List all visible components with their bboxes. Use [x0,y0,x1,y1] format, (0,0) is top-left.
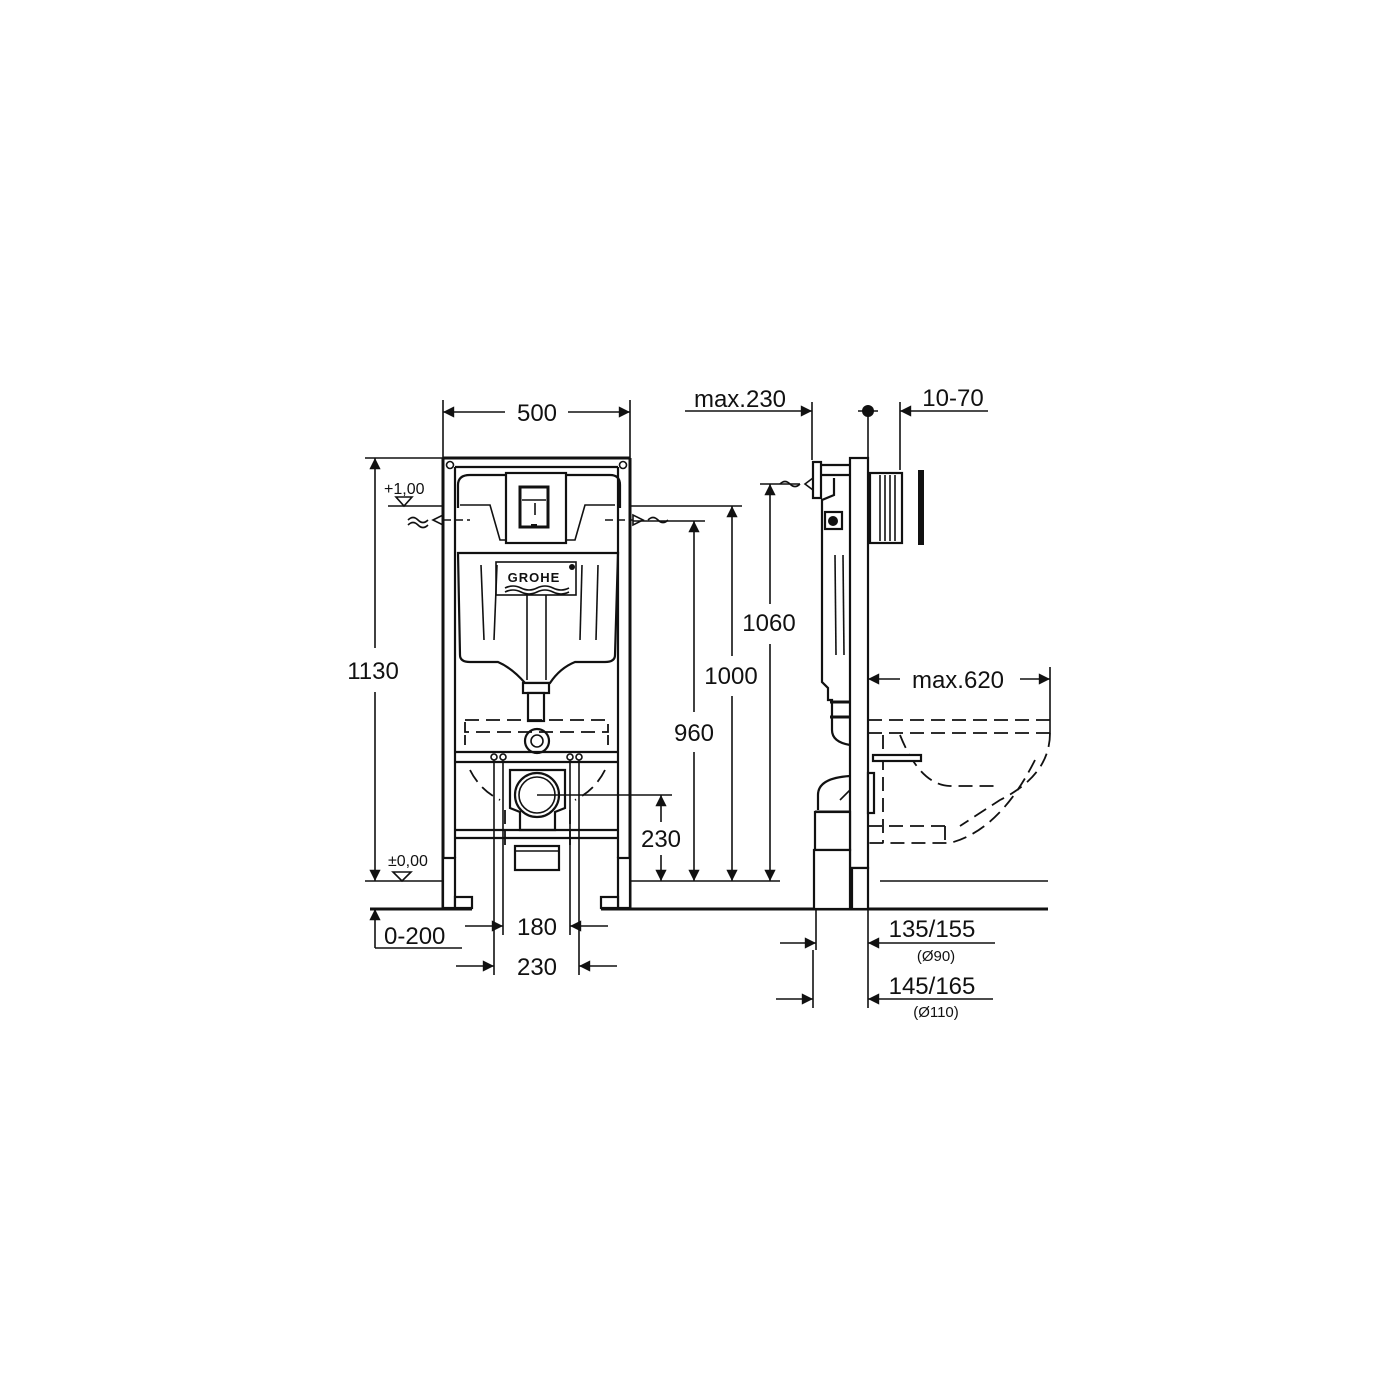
offset-1-label: 135/155 [889,916,976,943]
vertical-dimensions: 960 1000 1060 [630,483,800,881]
dimension-floor-0-200: 0-200 [369,909,462,950]
inlet-960-label: 960 [674,720,714,747]
dimension-max-620: max.620 [868,667,1051,733]
wall-range-label: 10-70 [922,385,983,412]
side-view: max.230 10-70 [685,385,1051,1021]
floor-adjust-label: 0-200 [384,923,445,950]
frame [441,456,632,910]
side-frame [779,456,924,911]
dimension-inner-180: 180 230 [456,760,617,981]
level-top-label: +1,00 [384,481,425,498]
dimension-10-70: 10-70 [858,385,988,470]
dimension-drain-offsets: 135/155 (Ø90) 145/165 (Ø110) [776,909,995,1021]
level-zero-label: ±0,00 [388,853,428,870]
width-label: 500 [517,400,557,427]
dimension-width-500: 500 [442,400,631,465]
sleeve-ribs [879,475,896,541]
offset-2-sub: (Ø110) [913,1004,959,1021]
brand-logo: GROHE [508,570,561,585]
water-inlets [407,513,669,529]
dimension-drain-230: 230 [537,794,681,881]
bowl-projection-label: max.620 [912,667,1004,694]
dimension-max-230: max.230 [685,386,813,460]
toilet-bowl-outline [868,719,1051,844]
front-view: 500 [347,400,1048,981]
outer-width-label: 230 [517,954,557,981]
frame-1000-label: 1000 [704,663,757,690]
drain-height-label: 230 [641,826,681,853]
offset-1-sub: (Ø90) [917,948,955,965]
side-inlet-1060-label: 1060 [742,610,795,637]
cistern: GROHE [456,471,622,872]
max-depth-label: max.230 [694,386,786,413]
level-markers: +1,00 ±0,00 [384,481,443,883]
inner-width-label: 180 [517,914,557,941]
height-label: 1130 [347,658,399,685]
dimension-height-1130: 1130 [347,457,443,882]
offset-2-label: 145/165 [889,973,976,1000]
